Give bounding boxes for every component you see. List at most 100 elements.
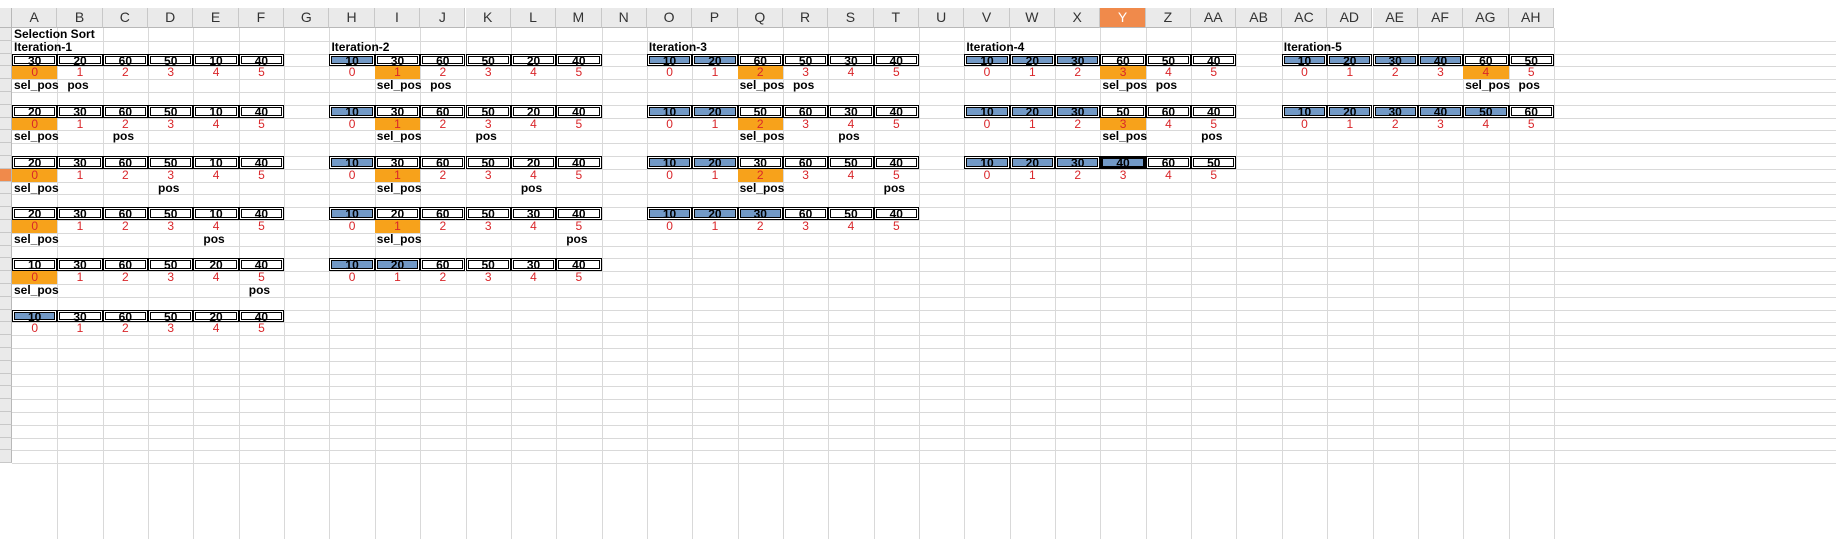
sel-pos-label[interactable]: sel_pos (14, 283, 59, 297)
column-header-h[interactable]: H (329, 8, 375, 28)
array-value-cell[interactable]: 60 (1100, 53, 1146, 67)
row-header[interactable] (0, 66, 12, 80)
array-value-cell[interactable]: 20 (1009, 53, 1056, 67)
array-index-cell[interactable]: 5 (892, 219, 900, 233)
row-header[interactable] (0, 79, 12, 92)
column-header-k[interactable]: K (465, 8, 511, 28)
array-value-cell[interactable]: 20 (1009, 156, 1056, 169)
array-index-cell[interactable]: 2 (122, 270, 129, 285)
array-index-cell[interactable]: 3 (1100, 66, 1146, 80)
array-index-cell[interactable]: 4 (1463, 66, 1509, 80)
row-header[interactable] (0, 271, 12, 284)
array-index-cell[interactable]: 5 (1527, 116, 1535, 131)
array-index-cell[interactable]: 3 (802, 116, 809, 131)
row-header[interactable] (0, 92, 12, 105)
row-header[interactable] (0, 335, 12, 348)
array-value-cell[interactable]: 10 (964, 53, 1010, 67)
array-index-cell[interactable]: 0 (666, 65, 673, 80)
array-index-cell[interactable]: 2 (737, 117, 783, 131)
select-all-corner[interactable] (0, 8, 12, 28)
array-value-cell[interactable]: 20 (193, 258, 239, 272)
array-value-cell[interactable]: 10 (646, 156, 693, 169)
array-index-cell[interactable]: 1 (76, 65, 84, 80)
array-index-cell[interactable]: 1 (76, 270, 84, 285)
array-index-cell[interactable]: 4 (530, 167, 537, 182)
iteration-label[interactable]: Iteration-3 (648, 39, 707, 54)
array-index-cell[interactable]: 1 (1346, 116, 1354, 131)
sel-pos-label[interactable]: sel_pos (1465, 78, 1510, 93)
array-value-cell[interactable]: 60 (420, 156, 466, 169)
array-value-cell[interactable]: 30 (1055, 104, 1101, 118)
array-index-cell[interactable]: 3 (484, 219, 492, 233)
array-value-cell[interactable]: 50 (148, 53, 194, 67)
array-value-cell[interactable]: 20 (1009, 104, 1056, 118)
array-value-cell[interactable]: 40 (873, 207, 919, 221)
row-header[interactable] (0, 424, 12, 438)
array-value-cell[interactable]: 60 (102, 207, 149, 221)
pos-label[interactable]: pos (1155, 78, 1178, 93)
row-header[interactable] (0, 322, 12, 336)
row-header[interactable] (0, 156, 12, 169)
array-value-cell[interactable]: 60 (102, 53, 149, 67)
array-value-cell[interactable]: 50 (148, 309, 194, 323)
array-index-cell[interactable]: 3 (1119, 167, 1127, 182)
pos-label[interactable]: pos (248, 283, 271, 297)
array-index-cell[interactable]: 1 (711, 116, 719, 131)
array-index-cell[interactable]: 4 (212, 116, 220, 131)
array-index-cell[interactable]: 4 (530, 65, 537, 80)
row-header[interactable] (0, 386, 12, 400)
column-header-b[interactable]: B (57, 8, 103, 28)
column-header-p[interactable]: P (692, 8, 738, 28)
array-value-cell[interactable]: 20 (510, 53, 557, 67)
array-value-cell[interactable]: 10 (193, 207, 239, 221)
array-value-cell[interactable]: 40 (873, 53, 919, 67)
array-index-cell[interactable]: 3 (167, 167, 175, 182)
pos-label[interactable]: pos (475, 129, 497, 144)
array-value-cell[interactable]: 10 (329, 53, 375, 67)
array-value-cell[interactable]: 10 (193, 156, 239, 169)
array-index-cell[interactable]: 1 (374, 220, 421, 233)
array-index-cell[interactable]: 0 (1301, 65, 1308, 80)
array-index-cell[interactable]: 5 (575, 219, 583, 233)
array-value-cell[interactable]: 10 (12, 258, 58, 272)
array-value-cell[interactable]: 60 (1145, 104, 1192, 118)
array-index-cell[interactable]: 3 (167, 65, 175, 80)
sel-pos-label[interactable]: sel_pos (1102, 129, 1148, 144)
array-index-cell[interactable]: 3 (484, 270, 492, 285)
array-value-cell[interactable]: 30 (12, 53, 58, 67)
array-value-cell[interactable]: 30 (510, 258, 557, 272)
array-value-cell[interactable]: 40 (1417, 53, 1464, 67)
array-value-cell[interactable]: 20 (12, 207, 58, 221)
pos-label[interactable]: pos (158, 180, 180, 195)
array-value-cell[interactable]: 60 (782, 104, 829, 118)
column-header-e[interactable]: E (193, 8, 239, 28)
array-value-cell[interactable]: 40 (1100, 156, 1146, 169)
array-index-cell[interactable]: 4 (212, 321, 220, 336)
row-header[interactable] (0, 40, 12, 54)
array-index-cell[interactable]: 2 (439, 219, 447, 233)
array-index-cell[interactable]: 5 (892, 116, 900, 131)
pos-label[interactable]: pos (430, 78, 452, 93)
array-index-cell[interactable]: 5 (258, 270, 265, 285)
array-value-cell[interactable]: 30 (57, 258, 103, 272)
array-index-cell[interactable]: 3 (802, 65, 809, 80)
column-header-a[interactable]: A (12, 8, 58, 28)
array-index-cell[interactable]: 1 (76, 219, 84, 233)
array-value-cell[interactable]: 10 (12, 309, 58, 323)
row-header[interactable] (0, 53, 12, 67)
array-value-cell[interactable]: 20 (12, 156, 58, 169)
array-index-cell[interactable]: 5 (892, 167, 900, 182)
array-index-cell[interactable]: 4 (847, 116, 855, 131)
sheet-title-cell[interactable]: Selection Sort (14, 27, 95, 41)
array-index-cell[interactable]: 3 (484, 167, 492, 182)
sel-pos-label[interactable]: sel_pos (376, 231, 422, 246)
column-header-u[interactable]: U (919, 8, 965, 28)
array-value-cell[interactable]: 20 (692, 104, 738, 118)
array-index-cell[interactable]: 0 (31, 321, 39, 336)
array-value-cell[interactable]: 50 (782, 53, 829, 67)
column-header-i[interactable]: I (374, 8, 421, 28)
array-index-cell[interactable]: 5 (258, 116, 265, 131)
array-value-cell[interactable]: 50 (737, 104, 783, 118)
pos-label[interactable]: pos (1518, 78, 1540, 93)
array-index-cell[interactable]: 4 (847, 219, 855, 233)
